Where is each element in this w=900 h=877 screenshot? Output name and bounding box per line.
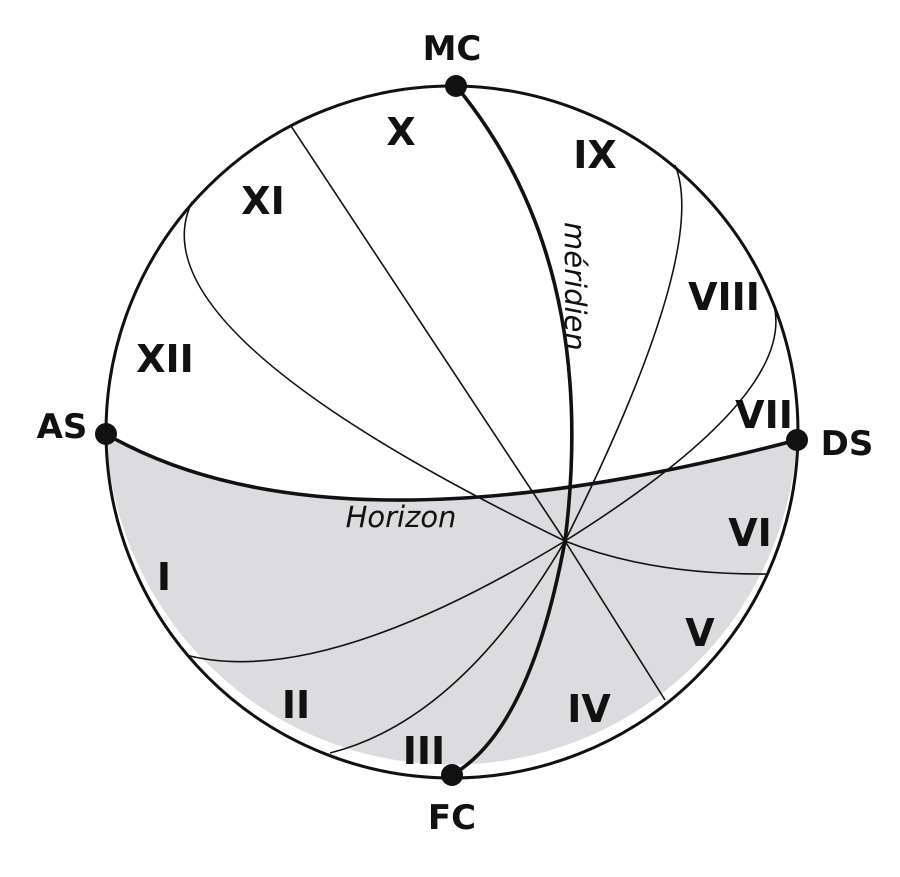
house-iv-label: IV [567,687,611,731]
cusp-line-x-xi [290,125,566,542]
fc-dot [441,764,463,786]
cusp-line-vii-viii [564,309,777,542]
cusp-line-ii-iii [329,540,566,754]
cusp-line-iv-v [564,540,666,701]
fc-label: FC [428,798,476,838]
cusp-line-i-ii [185,540,566,663]
as-dot [95,423,117,445]
mc-dot [445,75,467,97]
house-ix-label: IX [573,133,616,177]
mc-label: MC [423,29,482,69]
ds-label: DS [821,424,874,464]
house-x-label: X [386,110,415,154]
house-vi-label: VI [728,511,772,555]
meridian-line-lower [451,540,567,777]
house-viii-label: VIII [688,275,760,319]
horizon-label: Horizon [346,500,457,534]
cusp-line-xi-xii [183,201,566,542]
house-i-label: I [157,555,171,599]
house-iii-label: III [403,729,445,773]
as-label: AS [37,407,88,447]
below-horizon-region [106,434,797,765]
house-v-label: V [685,611,715,655]
cusp-line-v-vi [564,540,768,575]
meridian-line [454,84,574,542]
house-xi-label: XI [241,179,284,223]
house-ii-label: II [282,683,310,727]
horizon-line [105,432,798,502]
house-xii-label: XII [136,337,194,381]
ds-dot [786,429,808,451]
meridian-label: méridien [558,222,592,351]
cusp-line-viii-ix [564,164,683,542]
house-vii-label: VII [735,393,793,437]
